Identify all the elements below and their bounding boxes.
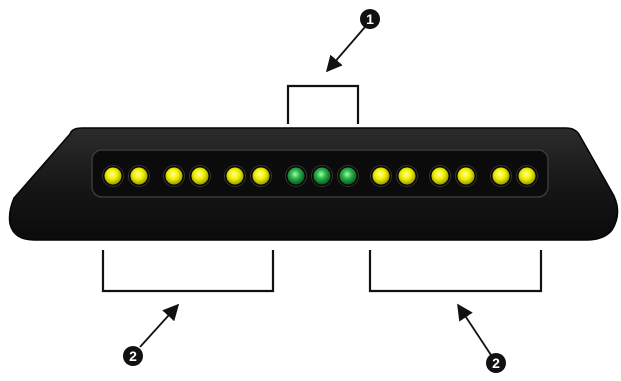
led-bulb [457, 167, 475, 185]
led-bulb [313, 167, 331, 185]
led-bulb [431, 167, 449, 185]
led-yellow-2 [128, 165, 150, 187]
led-green-9 [337, 165, 359, 187]
arrow-callout-2-right [457, 303, 492, 356]
led-bulb [165, 167, 183, 185]
led-yellow-15 [516, 165, 538, 187]
led-bulb [226, 167, 244, 185]
led-yellow-3 [163, 165, 185, 187]
led-green-7 [285, 165, 307, 187]
led-yellow-4 [189, 165, 211, 187]
led-bulb [492, 167, 510, 185]
led-bulb [287, 167, 305, 185]
led-green-8 [311, 165, 333, 187]
arrow-callout-2-left [139, 303, 180, 348]
led-bulb [398, 167, 416, 185]
led-yellow-13 [455, 165, 477, 187]
led-bulb [252, 167, 270, 185]
led-bulb [339, 167, 357, 185]
device-housing [8, 127, 619, 241]
bracket-left-group [101, 250, 275, 293]
callout-1-badge: 1 [360, 9, 380, 29]
callout-2-right-label: 2 [492, 355, 500, 371]
led-yellow-12 [429, 165, 451, 187]
callout-2-left-badge: 2 [123, 346, 143, 366]
led-bulb [191, 167, 209, 185]
led-yellow-6 [250, 165, 272, 187]
arrow-callout-1 [325, 26, 366, 73]
callout-1-label: 1 [366, 11, 374, 27]
led-yellow-14 [490, 165, 512, 187]
callout-2-left-label: 2 [129, 348, 137, 364]
led-yellow-5 [224, 165, 246, 187]
led-bulb [104, 167, 122, 185]
led-bulb [130, 167, 148, 185]
led-yellow-11 [396, 165, 418, 187]
callout-2-right-badge: 2 [486, 353, 506, 373]
bracket-right-group [368, 250, 543, 293]
led-yellow-1 [102, 165, 124, 187]
led-row [102, 165, 538, 187]
bracket-center-group [286, 84, 360, 124]
led-bulb [518, 167, 536, 185]
led-bulb [372, 167, 390, 185]
led-yellow-10 [370, 165, 392, 187]
